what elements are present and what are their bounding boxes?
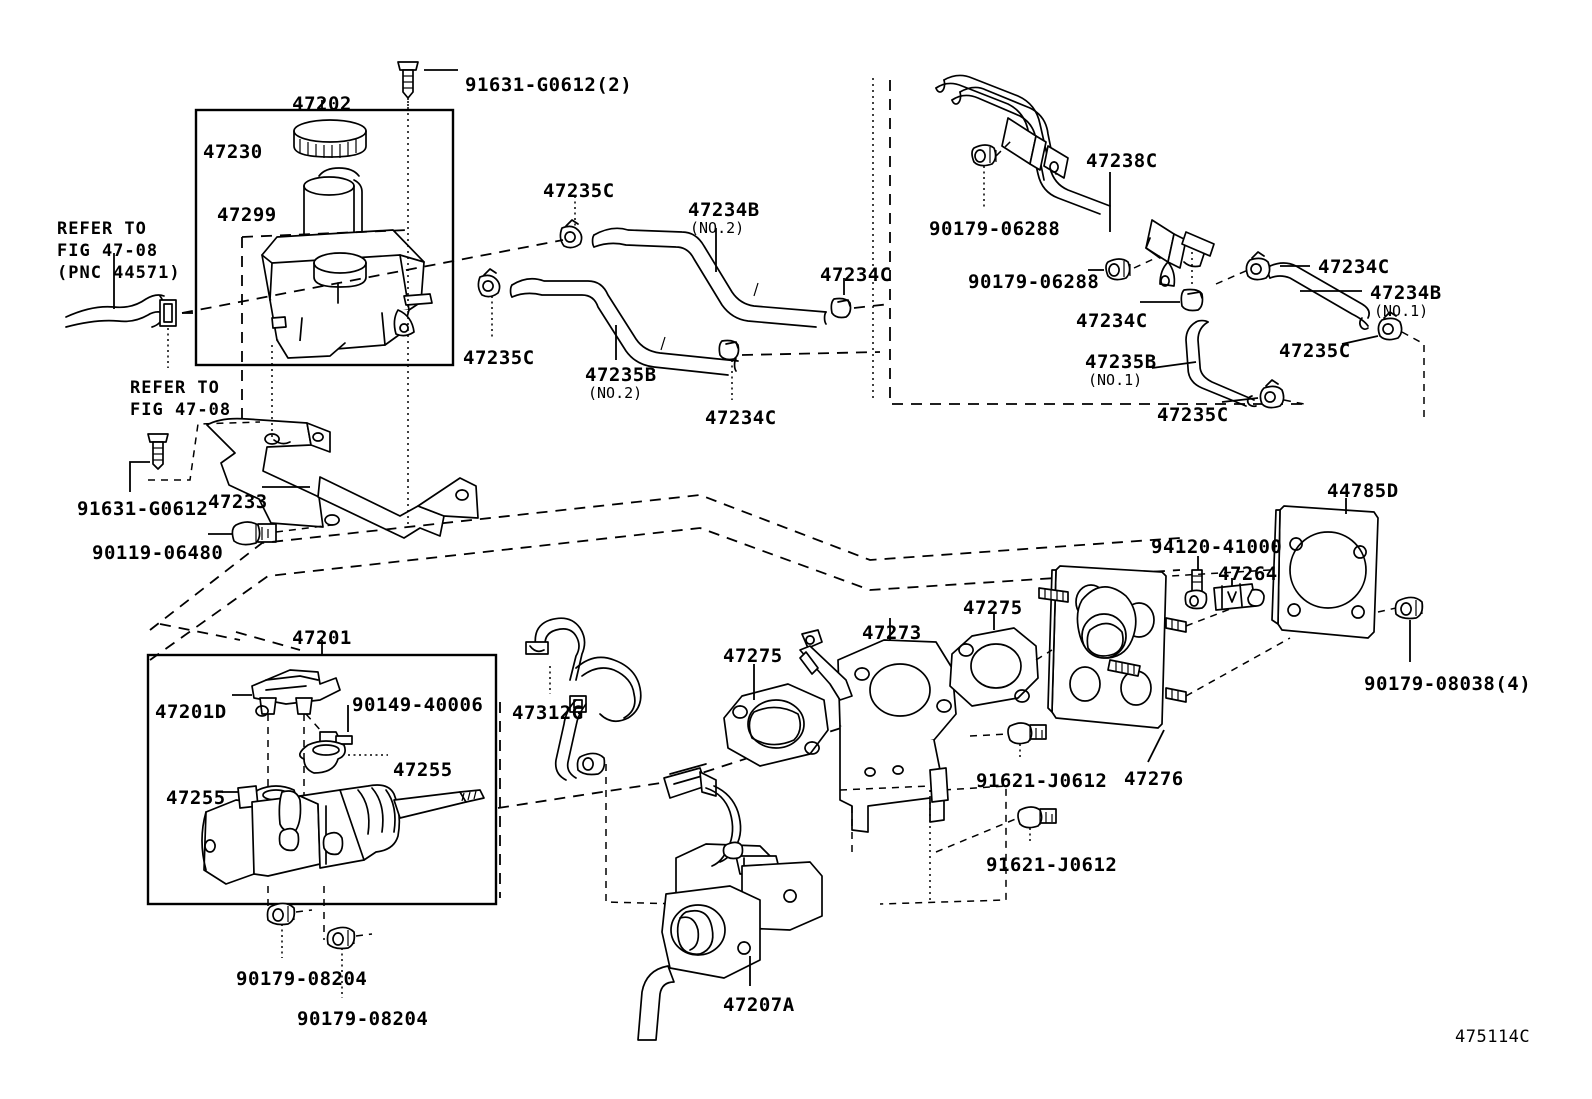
part-label-90179-06288[interactable]: 90179-06288 [968, 271, 1100, 293]
part-label-47202[interactable]: 47202 [292, 93, 352, 115]
part-label-47233[interactable]: 47233 [208, 491, 268, 513]
part-label-47235c[interactable]: 47235C [1157, 404, 1229, 426]
part-label-47201[interactable]: 47201 [292, 627, 352, 649]
part-label-91621-j0612[interactable]: 91621-J0612 [976, 770, 1108, 792]
part-label-44785d[interactable]: 44785D [1327, 480, 1399, 502]
part-label-47275[interactable]: 47275 [963, 597, 1023, 619]
part-label-47299[interactable]: 47299 [217, 204, 277, 226]
part-label-47235c[interactable]: 47235C [463, 347, 535, 369]
part-label-90179-08204[interactable]: 90179-08204 [236, 968, 368, 990]
part-label-90179-06288[interactable]: 90179-06288 [929, 218, 1061, 240]
part-label-refer-to[interactable]: REFER TO FIG 47-08 (PNC 44571) [57, 219, 181, 284]
part-label-47276[interactable]: 47276 [1124, 768, 1184, 790]
part-label-91631-g0612[interactable]: 91631-G0612 [77, 498, 209, 520]
part-label--no-1-[interactable]: (NO.1) [1088, 371, 1143, 389]
part-label-47230[interactable]: 47230 [203, 141, 263, 163]
part-label-90179-08204[interactable]: 90179-08204 [297, 1008, 429, 1030]
part-label-91621-j0612[interactable]: 91621-J0612 [986, 854, 1118, 876]
part-label-47238c[interactable]: 47238C [1086, 150, 1158, 172]
part-label-47275[interactable]: 47275 [723, 645, 783, 667]
part-label-90179-08038-4-[interactable]: 90179-08038(4) [1364, 673, 1532, 695]
part-label--no-1-[interactable]: (NO.1) [1374, 302, 1429, 320]
part-label-90119-06480[interactable]: 90119-06480 [92, 542, 224, 564]
part-label-94120-41000[interactable]: 94120-41000 [1151, 536, 1283, 558]
part-label-47234b[interactable]: 47234B [1370, 282, 1442, 304]
part-label-47235c[interactable]: 47235C [543, 180, 615, 202]
part-label-90149-40006[interactable]: 90149-40006 [352, 694, 484, 716]
part-label--no-2-[interactable]: (NO.2) [690, 219, 745, 237]
part-label-47201d[interactable]: 47201D [155, 701, 227, 723]
part-label-47234c[interactable]: 47234C [820, 264, 892, 286]
part-label-47235c[interactable]: 47235C [1279, 340, 1351, 362]
part-label-47234c[interactable]: 47234C [705, 407, 777, 429]
part-label-47234b[interactable]: 47234B [688, 199, 760, 221]
part-label-47234c[interactable]: 47234C [1318, 256, 1390, 278]
part-label-47255[interactable]: 47255 [166, 787, 226, 809]
part-label--no-2-[interactable]: (NO.2) [588, 384, 643, 402]
part-label-47273[interactable]: 47273 [862, 622, 922, 644]
part-label-47235b[interactable]: 47235B [585, 364, 657, 386]
part-label-47235b[interactable]: 47235B [1085, 351, 1157, 373]
part-label-47264[interactable]: 47264 [1218, 563, 1278, 585]
part-label-91631-g0612-2-[interactable]: 91631-G0612(2) [465, 74, 633, 96]
part-label-47207a[interactable]: 47207A [723, 994, 795, 1016]
part-label-47234c[interactable]: 47234C [1076, 310, 1148, 332]
part-label-47312g[interactable]: 47312G [512, 702, 584, 724]
part-label-475114c[interactable]: 475114C [1455, 1027, 1531, 1047]
part-label-47255[interactable]: 47255 [393, 759, 453, 781]
part-label-refer-to[interactable]: REFER TO FIG 47-08 [130, 378, 232, 421]
